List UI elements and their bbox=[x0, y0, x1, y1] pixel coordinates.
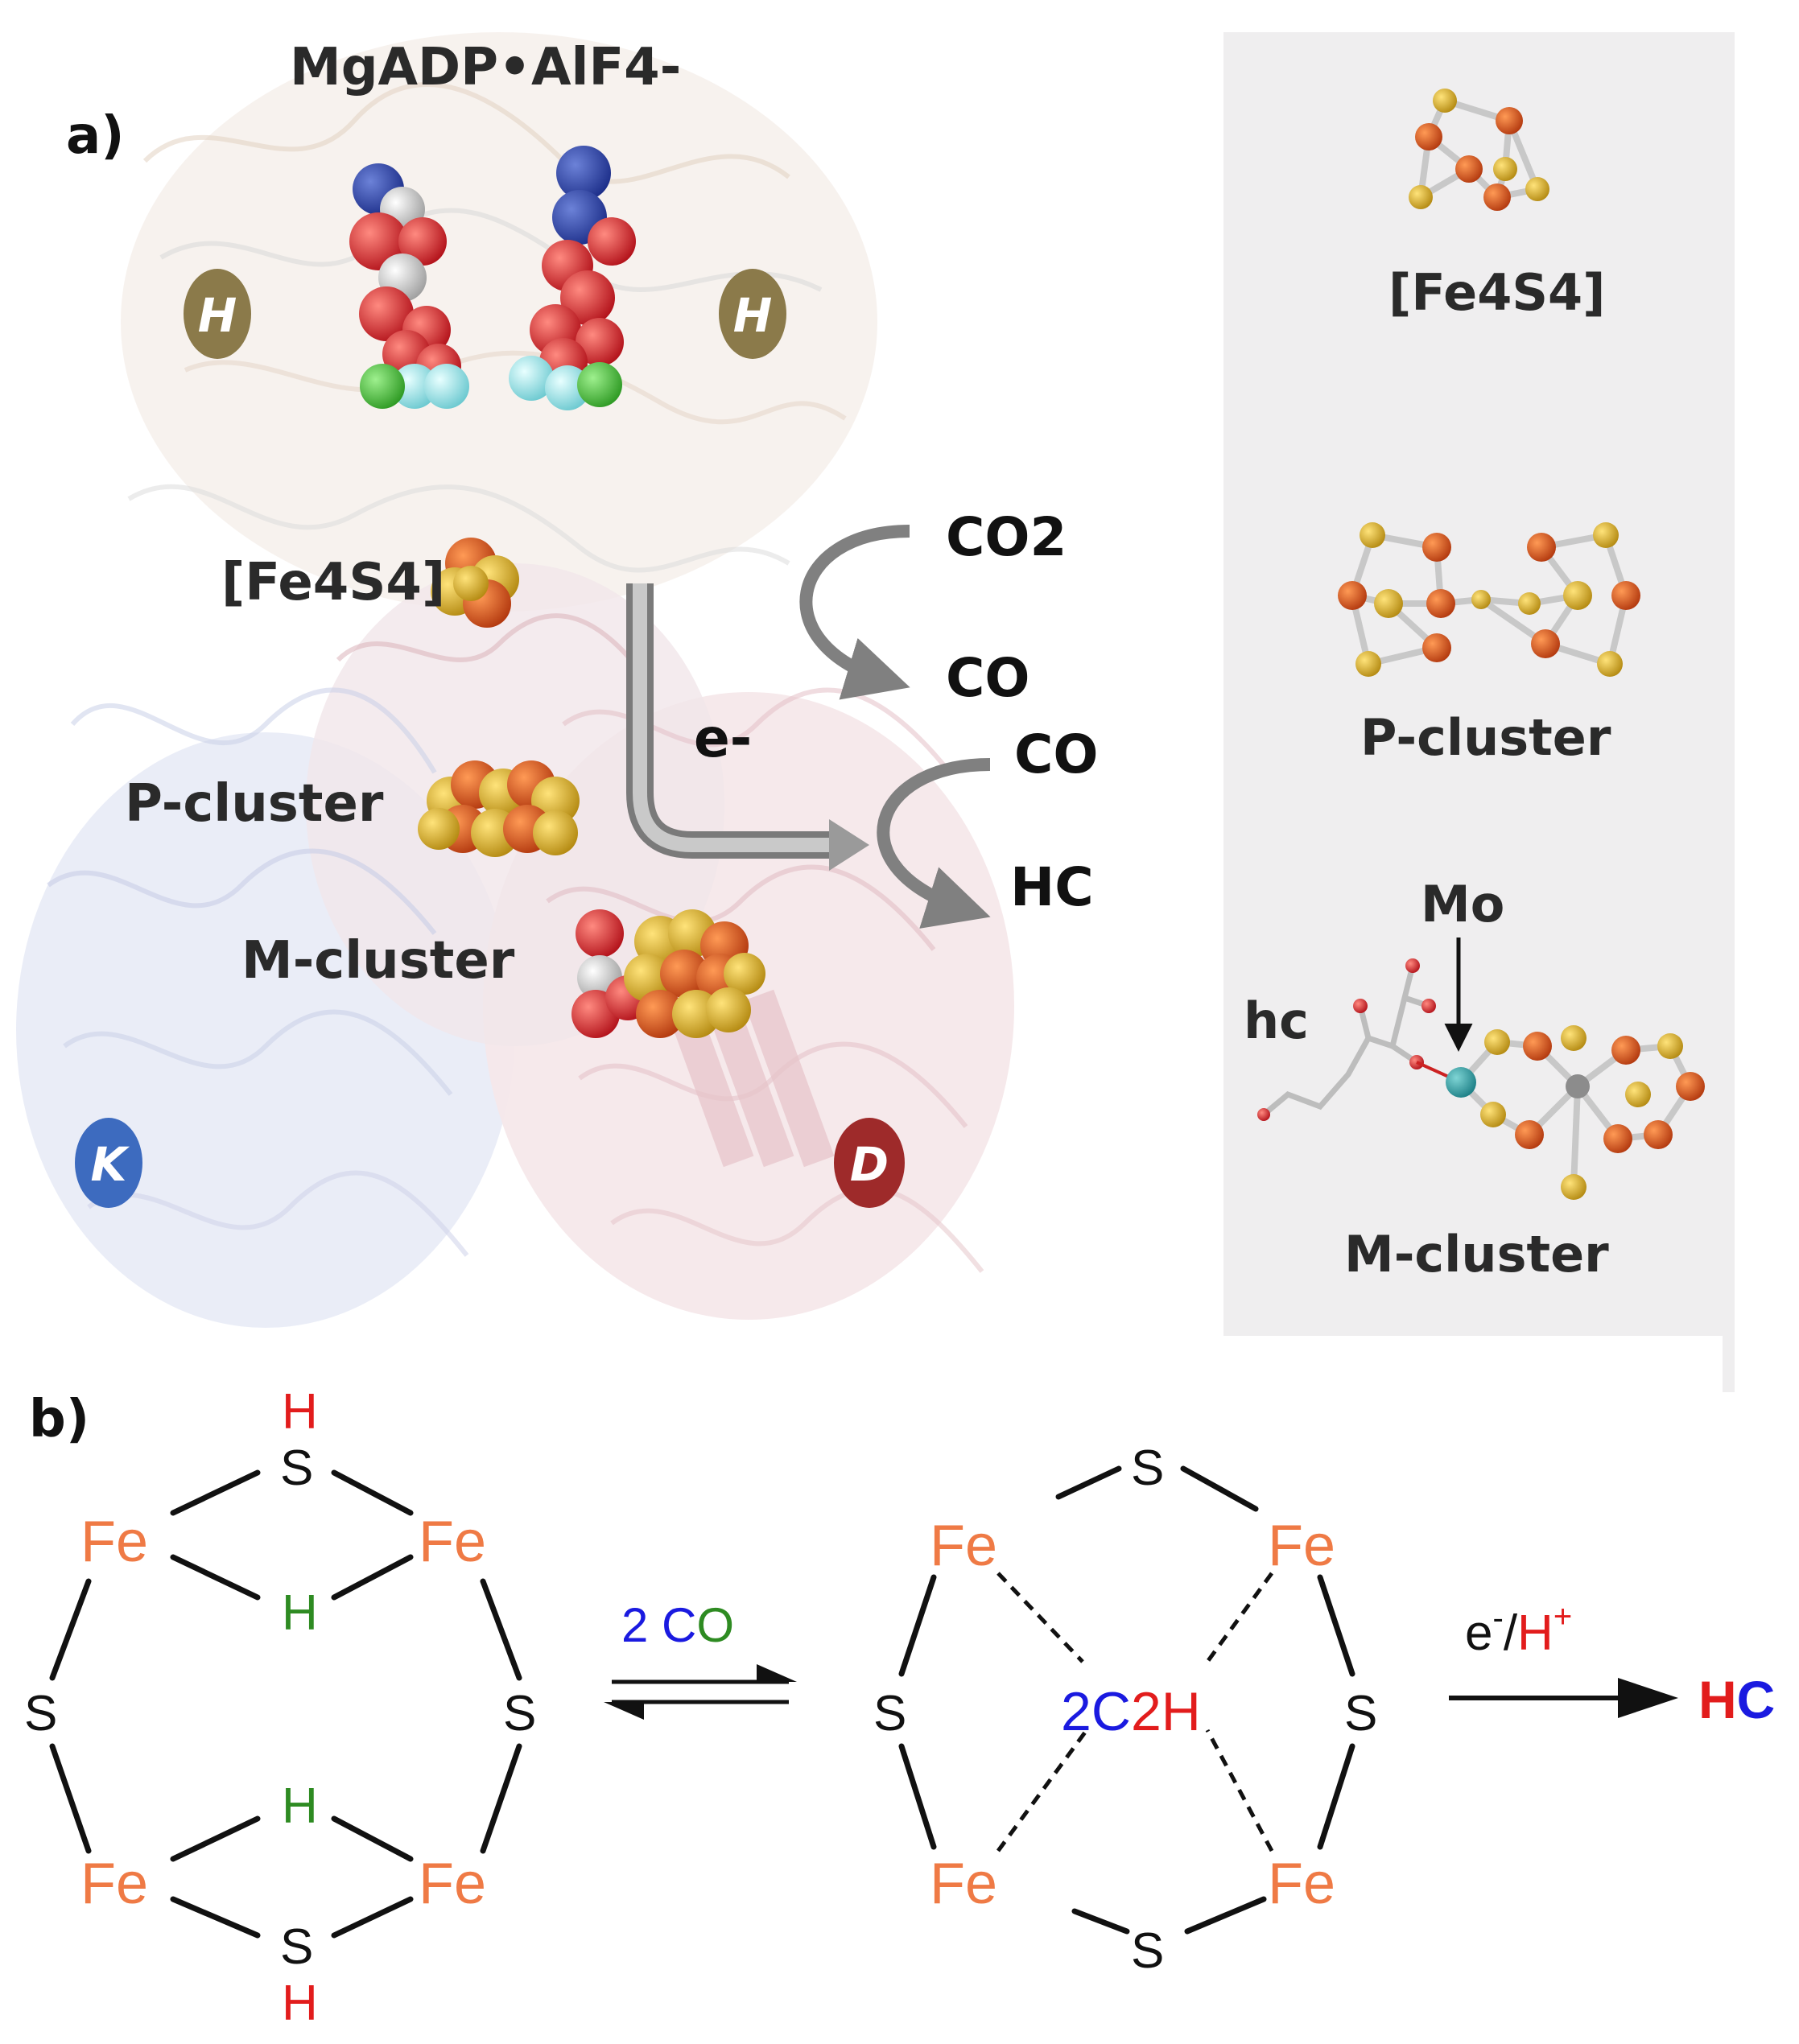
co-to-hc-arrow bbox=[877, 758, 991, 929]
electron-label: e- bbox=[694, 707, 752, 769]
center-2h: 2H bbox=[1131, 1681, 1201, 1742]
side-fe4s4-model bbox=[1409, 89, 1549, 211]
co-product-label: CO bbox=[946, 647, 1030, 709]
co2-label: CO2 bbox=[946, 506, 1067, 568]
subunit-h-left-label: H bbox=[198, 288, 237, 343]
right-center: 2C2H bbox=[1061, 1681, 1201, 1742]
side-m-cluster-label: M-cluster bbox=[1344, 1225, 1609, 1284]
product-h: H bbox=[1698, 1670, 1737, 1729]
co2-to-co-arrow bbox=[799, 525, 910, 700]
right-s-bottom: S bbox=[1131, 1923, 1164, 1979]
subunit-d-label: D bbox=[850, 1137, 889, 1192]
reagent-o: O bbox=[696, 1598, 734, 1652]
mgadp-alf4-right-spheres bbox=[509, 146, 636, 410]
center-2c: 2C bbox=[1061, 1681, 1131, 1742]
subunit-h-right-label: H bbox=[733, 288, 773, 343]
electron-transfer-arrow bbox=[626, 583, 869, 871]
right-s-top: S bbox=[1131, 1440, 1164, 1496]
side-panel: [Fe4S4] bbox=[1223, 32, 1735, 1392]
left-fe-br: Fe bbox=[419, 1852, 486, 1916]
p-cluster-spheres bbox=[418, 760, 580, 857]
subunit-d-badge: D bbox=[834, 1118, 905, 1208]
hc-label: HC bbox=[1010, 856, 1094, 918]
side-hc-label: hc bbox=[1244, 991, 1309, 1050]
left-h-bridge-bottom: H bbox=[282, 1778, 318, 1834]
side-mo-label: Mo bbox=[1421, 875, 1504, 933]
left-fe-tr: Fe bbox=[419, 1510, 486, 1574]
reduction-slash: / bbox=[1504, 1605, 1518, 1661]
left-s-left: S bbox=[24, 1686, 57, 1741]
subunit-h-left-badge: H bbox=[184, 269, 251, 359]
equilibrium-reagent: 2 CO bbox=[621, 1598, 734, 1652]
left-s-top: S bbox=[280, 1440, 313, 1496]
co-substrate-label: CO bbox=[1014, 723, 1099, 785]
left-s-right: S bbox=[503, 1686, 536, 1741]
m-cluster-protein-label: M-cluster bbox=[241, 931, 515, 991]
reduction-h: H bbox=[1517, 1605, 1553, 1661]
mgadp-alf4-label: MgADP•AlF4- bbox=[290, 38, 681, 97]
right-fe-tl: Fe bbox=[930, 1514, 997, 1578]
fe4s4-protein-label: [Fe4S4] bbox=[221, 553, 445, 612]
right-fe-bl: Fe bbox=[930, 1852, 997, 1916]
left-s-bottom: S bbox=[280, 1919, 313, 1975]
panel-a-label: a) bbox=[66, 106, 124, 166]
left-fe-tl: Fe bbox=[80, 1510, 148, 1574]
product-c: C bbox=[1737, 1670, 1776, 1729]
reduction-label: e-/H+ bbox=[1465, 1599, 1572, 1661]
subunit-k-label: K bbox=[91, 1137, 130, 1192]
side-m-cluster-model bbox=[1257, 958, 1705, 1200]
side-p-cluster-label: P-cluster bbox=[1360, 708, 1611, 767]
reagent-2c: 2 C bbox=[621, 1598, 696, 1652]
reduction-e: e bbox=[1465, 1605, 1492, 1661]
m-cluster-spheres bbox=[571, 909, 765, 1038]
left-h-bridge-top: H bbox=[282, 1585, 318, 1641]
subunit-k-badge: K bbox=[75, 1118, 142, 1208]
reduction-minus: - bbox=[1492, 1601, 1503, 1636]
reduction-plus: + bbox=[1553, 1599, 1572, 1634]
reduction-arrow bbox=[1449, 1678, 1678, 1718]
right-s-right: S bbox=[1344, 1686, 1377, 1741]
subunit-h-right-badge: H bbox=[719, 269, 786, 359]
left-ring-structure: H S Fe Fe H S S H Fe Fe S H bbox=[24, 1384, 536, 2031]
side-p-cluster-model bbox=[1338, 522, 1640, 677]
right-fe-br: Fe bbox=[1268, 1852, 1335, 1916]
right-ring-structure: S Fe Fe S S 2C2H Fe Fe S bbox=[873, 1440, 1377, 1979]
left-h-bottom: H bbox=[282, 1976, 318, 2031]
left-h-top: H bbox=[282, 1384, 318, 1440]
equilibrium-arrows bbox=[604, 1664, 797, 1720]
p-cluster-protein-label: P-cluster bbox=[125, 774, 384, 834]
side-fe4s4-label: [Fe4S4] bbox=[1388, 263, 1606, 322]
product-hc: HC bbox=[1698, 1670, 1775, 1729]
right-s-left: S bbox=[873, 1686, 906, 1741]
left-fe-bl: Fe bbox=[80, 1852, 148, 1916]
mgadp-alf4-left-spheres bbox=[349, 163, 469, 409]
right-fe-tr: Fe bbox=[1268, 1514, 1335, 1578]
panel-b-label: b) bbox=[29, 1390, 89, 1449]
fe4s4-spheres bbox=[431, 538, 519, 628]
